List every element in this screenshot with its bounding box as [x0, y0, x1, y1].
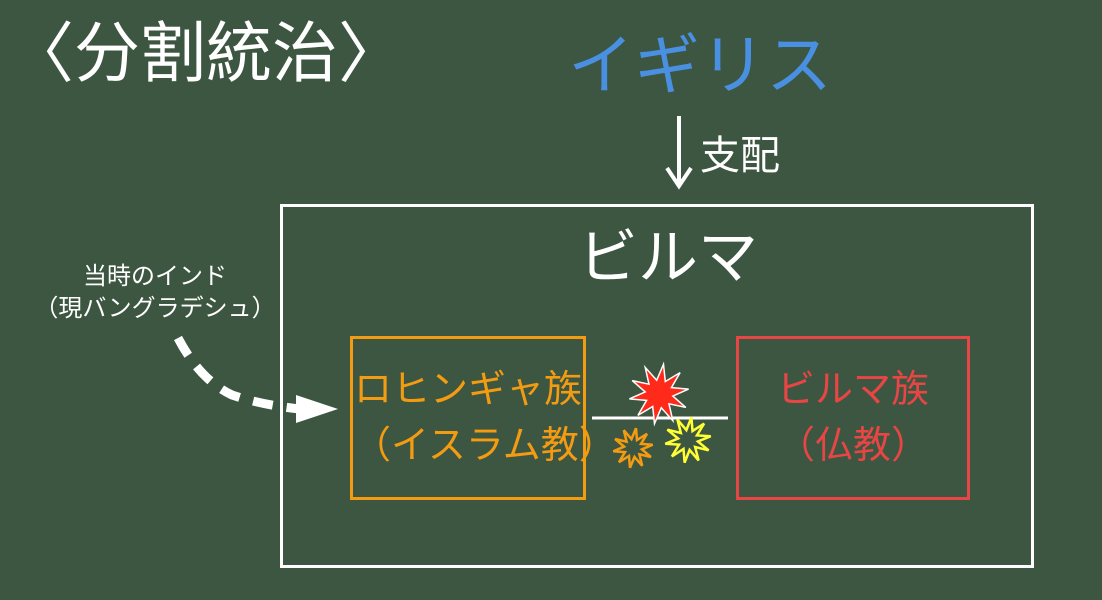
side-note-line2: （現バングラデシュ） — [34, 294, 276, 322]
group-name: ロヒンギャ族 — [353, 367, 582, 411]
side-note-line1: 当時のインド — [83, 262, 227, 290]
country-label: ビルマ — [578, 223, 758, 293]
country-box — [280, 204, 1034, 568]
group-religion: （仏教） — [776, 423, 929, 467]
rule-label: 支配 — [700, 133, 780, 179]
group-box-rohingya: ロヒンギャ族 （イスラム教） — [350, 336, 617, 500]
group-box-burman: ビルマ族 （仏教） — [736, 336, 970, 500]
explosion-icon — [612, 361, 712, 469]
side-note: 当時のインド （現バングラデシュ） — [30, 260, 280, 324]
page-title: 〈分割統治〉 — [8, 15, 404, 92]
group-religion: （イスラム教） — [353, 423, 617, 467]
arrow-down-icon — [665, 116, 693, 190]
dashed-arrow-icon — [174, 335, 338, 423]
group-name: ビルマ族 — [776, 367, 929, 411]
ruler-label: イギリス — [568, 27, 832, 104]
